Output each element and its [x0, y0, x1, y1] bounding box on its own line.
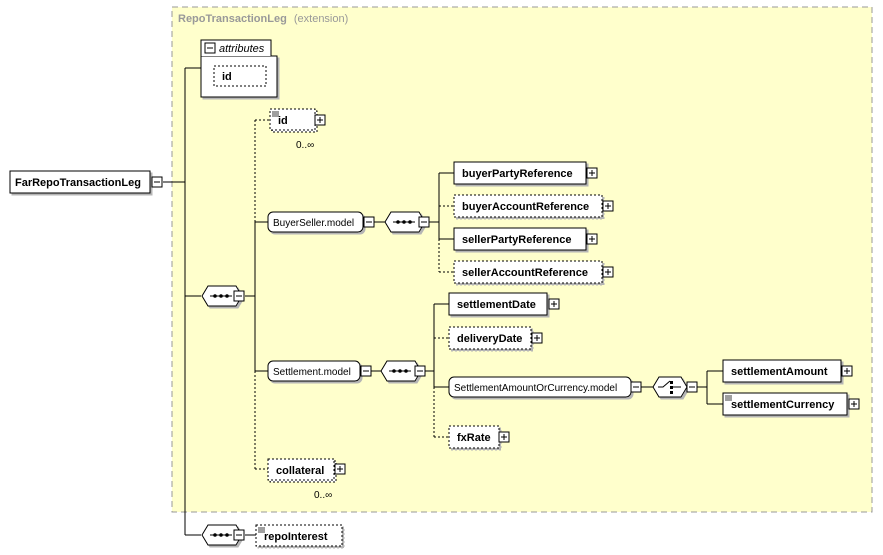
repo-interest-sequence[interactable] [201, 524, 245, 546]
element-repo-interest[interactable]: repoInterest [255, 524, 343, 547]
element-settlement-currency[interactable]: settlementCurrency [722, 392, 860, 416]
attribute-id-box[interactable] [213, 65, 267, 87]
settlement-sequence[interactable] [380, 360, 426, 382]
buyer-seller-model[interactable]: BuyerSeller.model [267, 211, 375, 233]
extension-region [171, 6, 873, 513]
delivery-date-label: deliveryDate [457, 333, 522, 345]
choice-compositor[interactable] [652, 376, 698, 398]
element-settlement-amount[interactable]: settlementAmount [722, 359, 853, 383]
repo-interest-label: repoInterest [264, 531, 328, 543]
element-buyer-party-reference[interactable]: buyerPartyReference [453, 161, 598, 185]
element-buyer-account-reference[interactable]: buyerAccountReference [453, 194, 614, 218]
collateral-occurrence: 0..∞ [314, 490, 332, 501]
element-seller-party-reference[interactable]: sellerPartyReference [453, 227, 598, 251]
extension-name: RepoTransactionLeg [178, 13, 287, 25]
root-element[interactable]: FarRepoTransactionLeg [9, 170, 163, 194]
fx-rate-label: fxRate [457, 432, 491, 444]
element-fx-rate[interactable]: fxRate [448, 425, 510, 449]
attributes-group[interactable]: attributes id [200, 39, 278, 98]
buyer-party-reference-label: buyerPartyReference [462, 168, 573, 180]
settlement-model[interactable]: Settlement.model [267, 360, 372, 382]
element-id-occurrence: 0..∞ [296, 140, 314, 151]
element-id-label: id [278, 115, 288, 127]
attribute-id-label: id [222, 71, 232, 83]
settlement-model-label: Settlement.model [273, 367, 351, 378]
buyer-seller-model-label: BuyerSeller.model [273, 218, 354, 229]
collateral-label: collateral [276, 465, 324, 477]
main-sequence-compositor[interactable] [201, 285, 245, 307]
buyer-seller-sequence[interactable] [384, 211, 430, 233]
element-settlement-date[interactable]: settlementDate [448, 292, 560, 316]
extension-title: RepoTransactionLeg (extension) [178, 13, 348, 25]
element-id[interactable]: id 0..∞ [269, 108, 326, 151]
attributes-label: attributes [219, 43, 265, 55]
settlement-amount-or-currency-model-label: SettlementAmountOrCurrency.model [454, 383, 617, 394]
connectors [163, 67, 723, 536]
element-seller-account-reference[interactable]: sellerAccountReference [453, 260, 614, 284]
root-label: FarRepoTransactionLeg [15, 177, 141, 189]
settlement-date-label: settlementDate [457, 299, 536, 311]
settlement-amount-label: settlementAmount [731, 366, 828, 378]
seller-party-reference-label: sellerPartyReference [462, 234, 571, 246]
seller-account-reference-label: sellerAccountReference [462, 267, 588, 279]
buyer-account-reference-label: buyerAccountReference [462, 201, 589, 213]
extension-qualifier: (extension) [294, 13, 348, 25]
settlement-amount-or-currency-model[interactable]: SettlementAmountOrCurrency.model [448, 376, 642, 398]
element-delivery-date[interactable]: deliveryDate [448, 326, 543, 350]
settlement-currency-label: settlementCurrency [731, 399, 835, 411]
element-collateral[interactable]: collateral 0..∞ [267, 458, 346, 501]
